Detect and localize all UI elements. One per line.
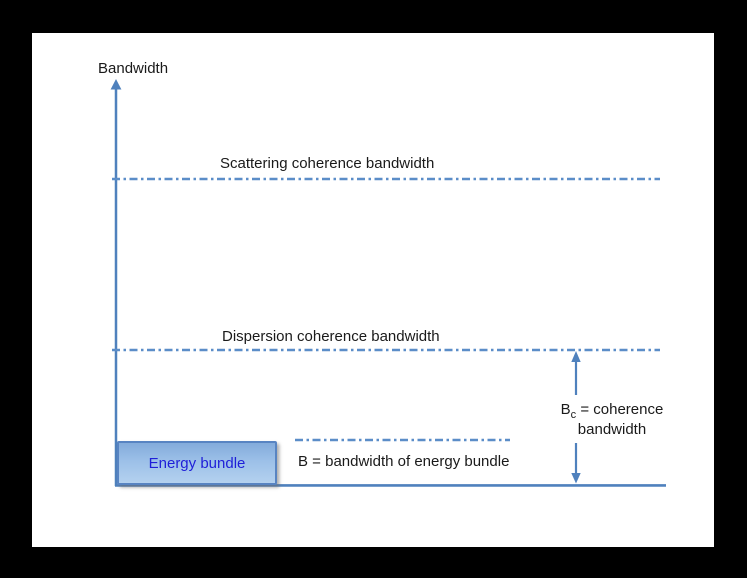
diagram-line-art [110, 79, 666, 487]
dispersion-level-label: Dispersion coherence bandwidth [222, 328, 440, 345]
energy-bundle-box-label: Energy bundle [148, 454, 246, 472]
energy-bundle-box: Energy bundle [117, 441, 277, 485]
coherence-second-line: bandwidth [577, 421, 647, 438]
coherence-equals-text: = coherence [576, 401, 664, 418]
coherence-symbol: B [560, 401, 571, 418]
diagram-canvas: Bandwidth Scattering coherence bandwidth… [32, 33, 714, 547]
coherence-span-arrow-up [571, 351, 581, 395]
energy-bundle-bandwidth-label: B = bandwidth of energy bundle [298, 453, 510, 470]
coherence-subscript: c [570, 409, 577, 421]
coherence-span-arrow-down [571, 443, 581, 484]
coherence-bandwidth-annotation: Bc = coherence bandwidth [537, 400, 687, 440]
y-axis-arrow [110, 79, 122, 486]
scattering-level-label: Scattering coherence bandwidth [220, 155, 435, 172]
axis-title: Bandwidth [98, 60, 169, 77]
